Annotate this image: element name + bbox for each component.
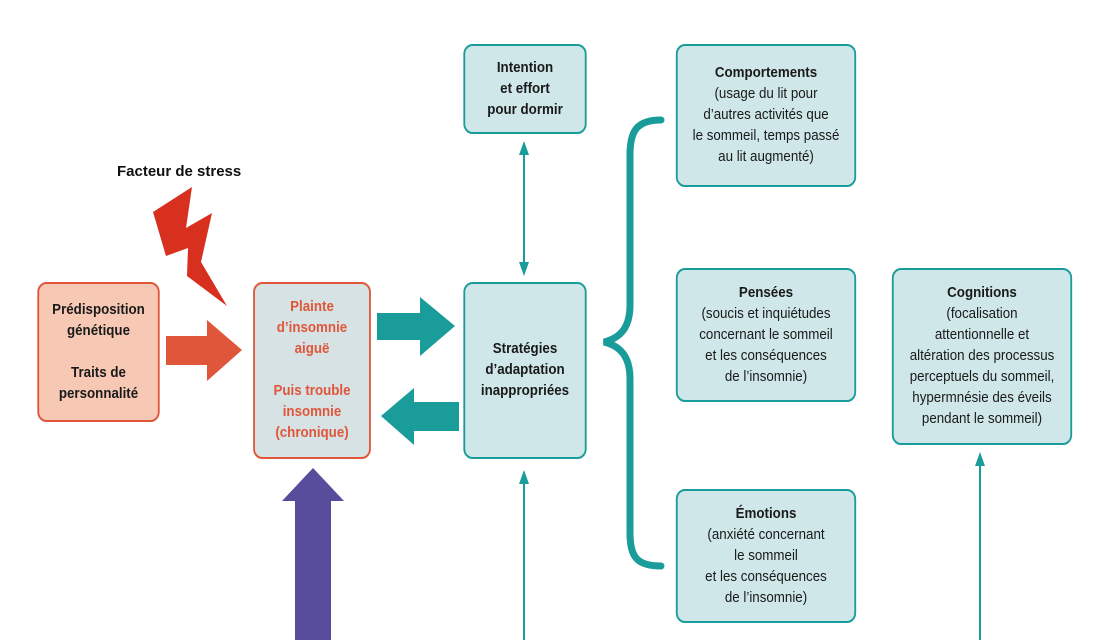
- emotions-box: Émotions (anxiété concernant le sommeil …: [675, 489, 857, 623]
- predisposition-box: Prédisposition génétique Traits de perso…: [37, 282, 160, 422]
- behaviors-box: Comportements (usage du lit pour d’autre…: [675, 44, 857, 187]
- strategies-to-insomnia-arrow: [381, 388, 459, 445]
- insomnia-box: Plainte d’insomnie aiguë Puis trouble in…: [253, 282, 371, 459]
- insomnia-line1: Plainte: [290, 299, 334, 315]
- cognitions-line5: hypermnésie des éveils: [912, 390, 1052, 406]
- predisposition-line3: Traits de: [71, 364, 126, 381]
- bottom-purple-arrow: [282, 468, 344, 640]
- cognitions-line4: perceptuels du sommeil,: [909, 369, 1055, 385]
- emotions-line1: (anxiété concernant: [707, 526, 825, 543]
- insomnia-line3: aiguë: [294, 341, 330, 357]
- predisposition-arrow: [166, 320, 242, 381]
- lightning-bolt-icon: [153, 187, 227, 306]
- behaviors-line4: au lit augmenté): [718, 149, 814, 165]
- stressor-label: Facteur de stress: [117, 163, 242, 180]
- intention-line3: pour dormir: [487, 101, 563, 118]
- intention-line1: Intention: [496, 59, 554, 76]
- insomnia-line5: insomnie: [282, 404, 342, 420]
- insomnia-line2: d’insomnie: [276, 320, 348, 336]
- behaviors-line2: d’autres activités que: [703, 107, 829, 123]
- insomnia-line6: (chronique): [275, 425, 349, 441]
- emotions-line2: le sommeil: [734, 547, 798, 564]
- grouping-brace: [602, 116, 665, 570]
- cognitions-box: Cognitions (focalisation attentionnelle …: [891, 268, 1073, 445]
- link-arrowhead-up: [519, 141, 529, 155]
- thoughts-box: Pensées (soucis et inquiétudes concernan…: [675, 268, 857, 402]
- predisposition-line1: Prédisposition: [52, 301, 145, 318]
- insomnia-to-strategies-arrow: [377, 297, 455, 356]
- predisposition-line2: génétique: [66, 322, 130, 339]
- link-arrowhead-down: [519, 262, 529, 276]
- predisposition-line4: personnalité: [58, 385, 139, 402]
- cognitions-line3: altération des processus: [909, 348, 1055, 364]
- thoughts-line1: (soucis et inquiétudes: [701, 305, 831, 322]
- thoughts-title: Pensées: [738, 284, 794, 301]
- cognitions-line6: pendant le sommeil): [921, 411, 1043, 427]
- cognitions-title: Cognitions: [947, 285, 1017, 301]
- intention-box: Intention et effort pour dormir: [463, 44, 587, 134]
- thoughts-line2: concernant le sommeil: [699, 326, 833, 343]
- cognitions-line2: attentionnelle et: [934, 327, 1030, 343]
- thoughts-line3: et les conséquences: [705, 347, 827, 364]
- strategies-line1: Stratégies: [492, 341, 558, 357]
- insomnia-line4: Puis trouble: [273, 383, 351, 399]
- strategies-box: Stratégies d’adaptation inappropriées: [463, 282, 587, 459]
- strategies-bottom-arrowhead: [519, 470, 529, 484]
- behaviors-line3: le sommeil, temps passé: [692, 128, 840, 144]
- strategies-line2: d’adaptation: [485, 362, 565, 378]
- emotions-title: Émotions: [735, 505, 797, 522]
- emotions-line3: et les conséquences: [705, 568, 827, 585]
- cognitions-line1: (focalisation: [946, 306, 1018, 322]
- behaviors-title: Comportements: [714, 65, 818, 81]
- intention-line2: et effort: [500, 80, 550, 97]
- behaviors-line1: (usage du lit pour: [714, 86, 818, 102]
- thoughts-line4: de l’insomnie): [724, 368, 808, 385]
- cognitions-bottom-arrowhead: [975, 452, 985, 466]
- emotions-line4: de l’insomnie): [724, 589, 808, 606]
- strategies-line3: inappropriées: [480, 383, 570, 399]
